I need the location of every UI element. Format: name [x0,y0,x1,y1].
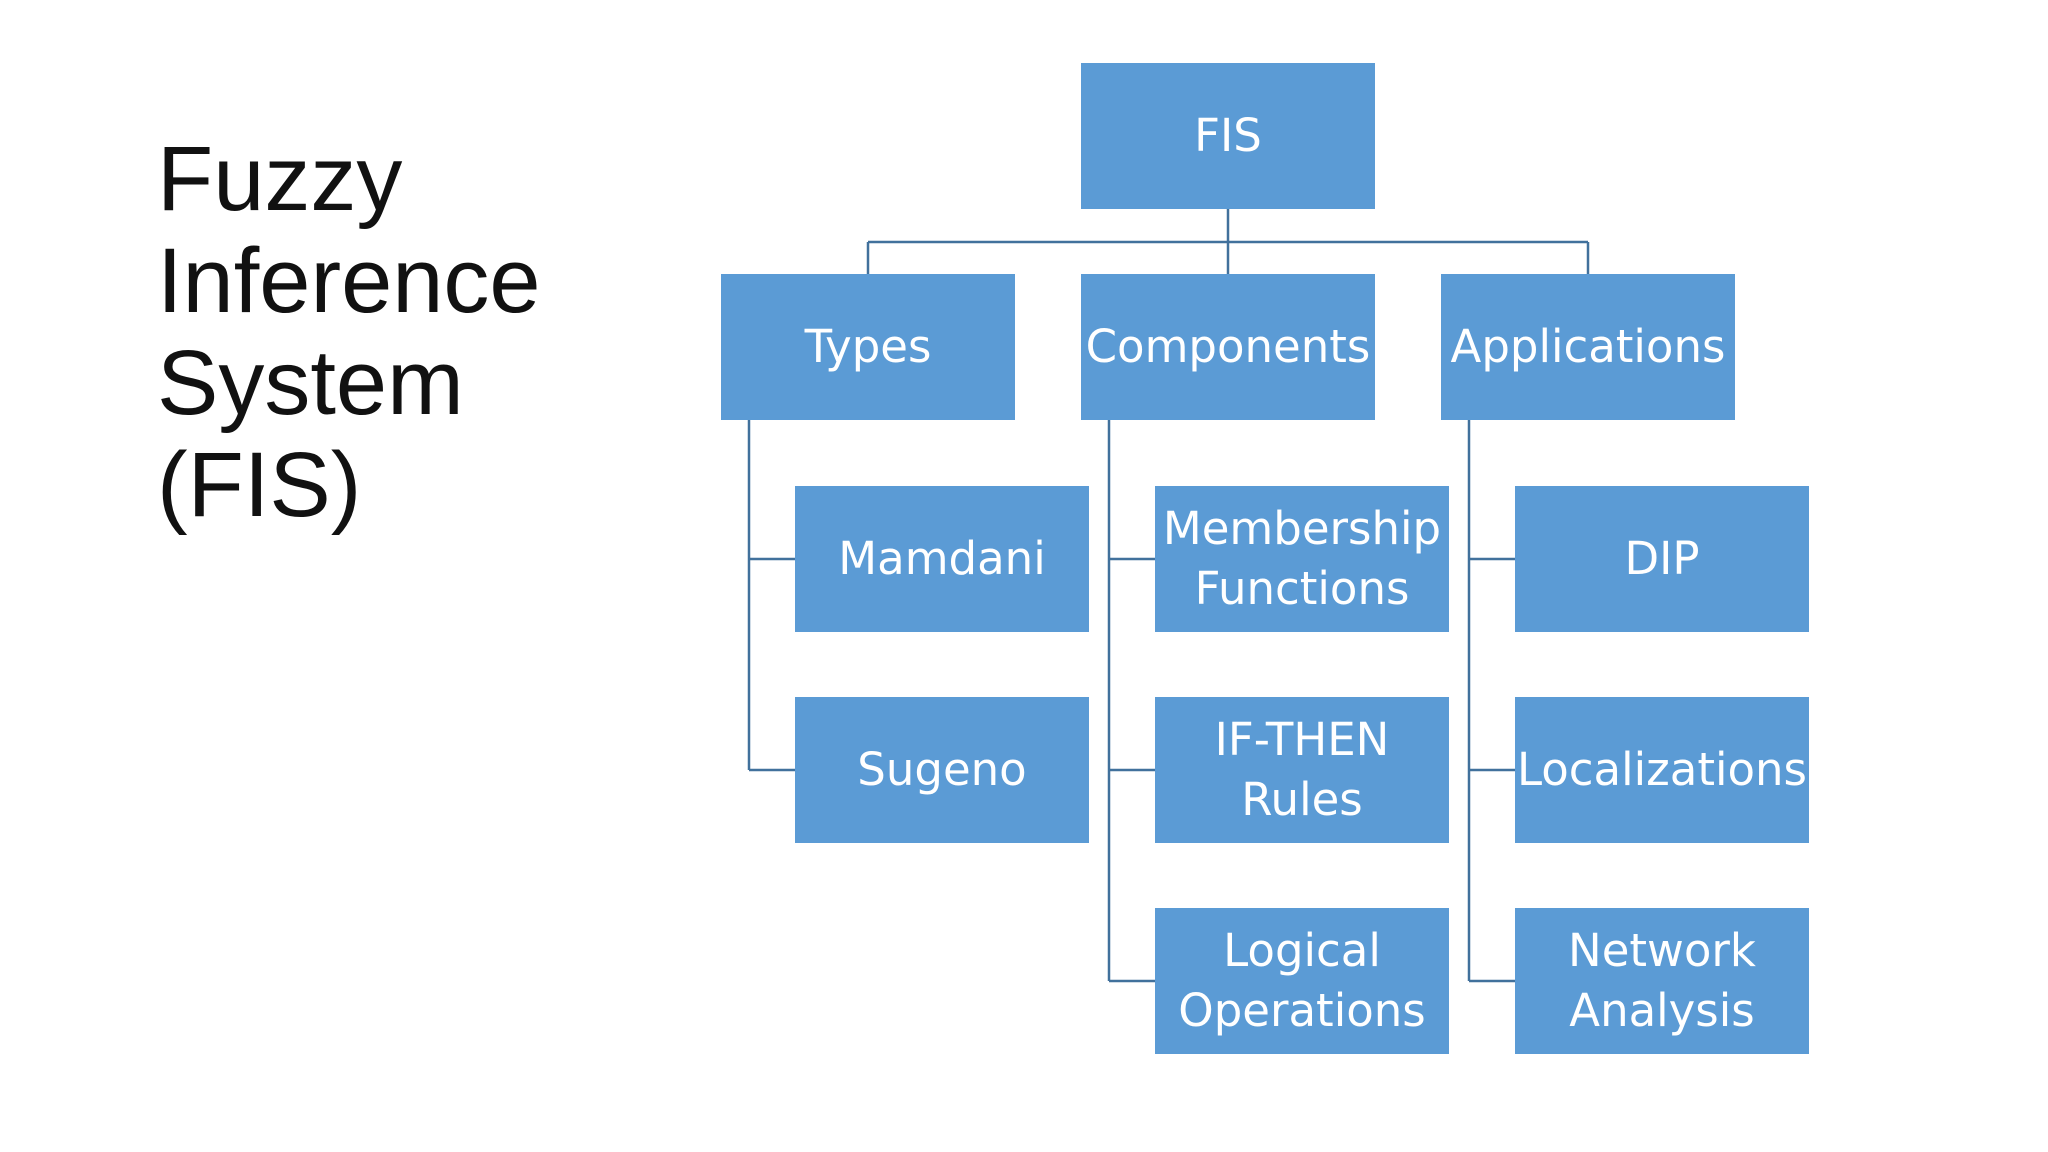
node-sugeno-label: Sugeno [857,743,1027,796]
node-membership-line-1: Membership [1162,502,1442,555]
node-sugeno: Sugeno [795,697,1089,843]
node-dip-label: DIP [1624,532,1700,585]
node-mamdani-label: Mamdani [838,532,1046,585]
node-applications: Applications [1441,274,1735,420]
title-line-2: Inference [157,230,541,332]
node-mamdani: Mamdani [795,486,1089,632]
node-fis-label: FIS [1194,109,1262,162]
node-applications-label: Applications [1450,320,1726,373]
node-logical-operations: Logical Operations [1155,908,1449,1054]
node-ifthen-line-2: Rules [1241,773,1363,826]
node-network-analysis: Network Analysis [1515,908,1809,1054]
title-line-4: (FIS) [157,434,362,536]
node-membership-functions: Membership Functions [1155,486,1449,632]
slide-title: Fuzzy Inference System (FIS) [157,128,677,536]
node-dip: DIP [1515,486,1809,632]
node-logical-line-1: Logical [1223,924,1381,977]
node-localizations: Localizations [1515,697,1809,843]
title-line-3: System [157,332,464,434]
node-fis: FIS [1081,63,1375,209]
node-network-line-1: Network [1568,924,1756,977]
node-components: Components [1081,274,1375,420]
node-ifthen-line-1: IF-THEN [1214,713,1390,766]
node-network-line-2: Analysis [1569,984,1755,1037]
node-membership-line-2: Functions [1194,562,1410,615]
node-types-label: Types [804,320,932,373]
node-components-label: Components [1085,320,1371,373]
node-if-then-rules: IF-THEN Rules [1155,697,1449,843]
node-localizations-label: Localizations [1517,743,1807,796]
title-line-1: Fuzzy [157,128,403,230]
node-types: Types [721,274,1015,420]
node-logical-line-2: Operations [1178,984,1426,1037]
